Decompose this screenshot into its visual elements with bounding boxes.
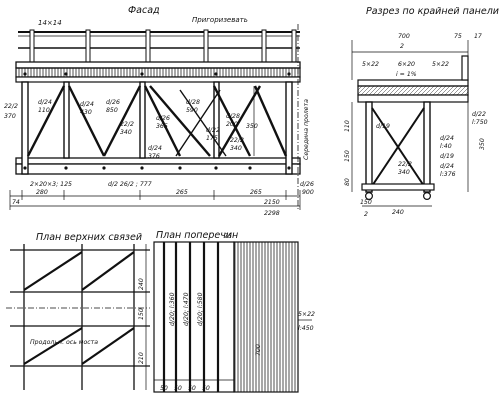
dim-265a: 265 [176,189,188,196]
brace-c-length: 365 [156,123,168,130]
section-dim-75: 75 [454,33,462,40]
section-c1-l: 340 [398,169,410,176]
truss-diagonals [26,85,288,157]
section-p1: 5×22 [362,61,379,68]
plan-cross-s3: 50 [188,385,196,392]
section-title: Разрез по крайней панели [366,6,499,17]
plan-cross-450: l:450 [298,325,314,332]
dim-265b: 265 [250,189,262,196]
mid-d-label: 22/2 [230,137,244,144]
facade-dimensions [9,86,301,210]
plan-top-axis-label: Продольн. ось моста [30,339,98,346]
left-a-length: 370 [4,113,16,120]
section-dim-240: 240 [392,209,404,216]
deck [15,61,301,83]
bottom-chord [15,157,301,175]
mid-a-length: 340 [120,129,132,136]
plan-cross-s1: 50 [160,385,168,392]
section-p2: 6×20 [398,61,415,68]
plan-top-240: 240 [138,278,145,290]
section-dim-350: 350 [479,138,486,150]
section-dim-2: 2 [400,43,404,50]
vertical-note: Середина пролета [303,99,310,160]
section-dim-80: 80 [344,178,351,186]
brace-e-label: d/28 [226,113,240,120]
railing [18,29,300,65]
dim-2298: 2298 [264,210,280,217]
dim-2150: 2150 [264,199,280,206]
plan-cross-5x22: 5×22 [298,311,315,318]
plan-cross-d1: d/20; l:360 [169,292,176,326]
facade-title: Фасад [128,5,160,16]
section-slope: i = 1% [396,71,417,78]
mid-b-length: 376 [148,153,160,160]
brace-e-length: 200 [226,121,238,128]
section-r3: d/24 [440,135,454,142]
section-dim-17: 17 [474,33,482,40]
section-c1: 22/2 [398,161,412,168]
bolts [23,72,291,170]
bottom-note: 2×20×3; 125 [30,181,72,188]
plan-cross-700: 700 [255,344,262,356]
section-r1: d/22 [472,111,486,118]
truss-verticals [21,81,293,175]
plan-cross-d3: d/20; l:580 [197,292,204,326]
plan-top-210: 210 [138,352,145,364]
plan-cross-s2: 50 [174,385,182,392]
section-r4: d/19 [440,153,454,160]
left-b-length: 110 [38,107,50,114]
section-r5-l: l:376 [440,171,456,178]
mid-b-label: d/24 [148,145,162,152]
mid-c-label: d/22 [206,127,220,134]
brace-a-label: d/24 [80,101,94,108]
right-a-label: d/26 [300,181,314,188]
brace-d-length: 590 [186,107,198,114]
plan-cross-s4: 50 [202,385,210,392]
height-350: 350 [246,123,258,130]
section-view [351,40,469,207]
mid-d-length: 340 [230,145,242,152]
mid-c-length: 175 [206,135,218,142]
section-dim-2b: 2 [364,211,368,218]
section-r1-l: l:750 [472,119,488,126]
right-a-length: 900 [302,189,314,196]
brace-c-label: d/26 [156,115,170,122]
plan-top-title: План верхних связей [36,232,142,243]
facade-bolt-label: 14×14 [38,19,62,27]
plan-top-150: 150 [138,308,145,320]
left-a-label: 22/2 [4,103,18,110]
left-b-label: d/24 [38,99,52,106]
plan-cross-view [153,241,312,393]
brace-b-length: 850 [106,107,118,114]
brace-b-label: d/26 [106,99,120,106]
facade-view [9,24,301,210]
section-r5: d/24 [440,163,454,170]
brace-a-length: 430 [80,109,92,116]
bottom-note-2: d/2 26/2 ; 777 [108,181,152,188]
section-dim-150b: 150 [360,199,372,206]
facade-note-top: Пригоризевать [192,16,248,24]
dim-280: 280 [36,189,48,196]
section-r2: d/19 [376,123,390,130]
plan-cross-title: План поперечин [156,230,238,241]
plan-cross-75: 75 [224,233,232,240]
section-dim-700: 700 [398,33,410,40]
plan-cross-d2: d/20; l:470 [183,292,190,326]
dim-74: 74 [12,199,20,206]
section-p3: 5×22 [432,61,449,68]
section-dim-150a: 150 [344,150,351,162]
mid-a-label: 22/2 [120,121,134,128]
brace-d-label: d/28 [186,99,200,106]
section-r3-l: l:40 [440,143,452,150]
plan-top-view [6,244,150,390]
section-dim-110: 110 [344,120,351,132]
